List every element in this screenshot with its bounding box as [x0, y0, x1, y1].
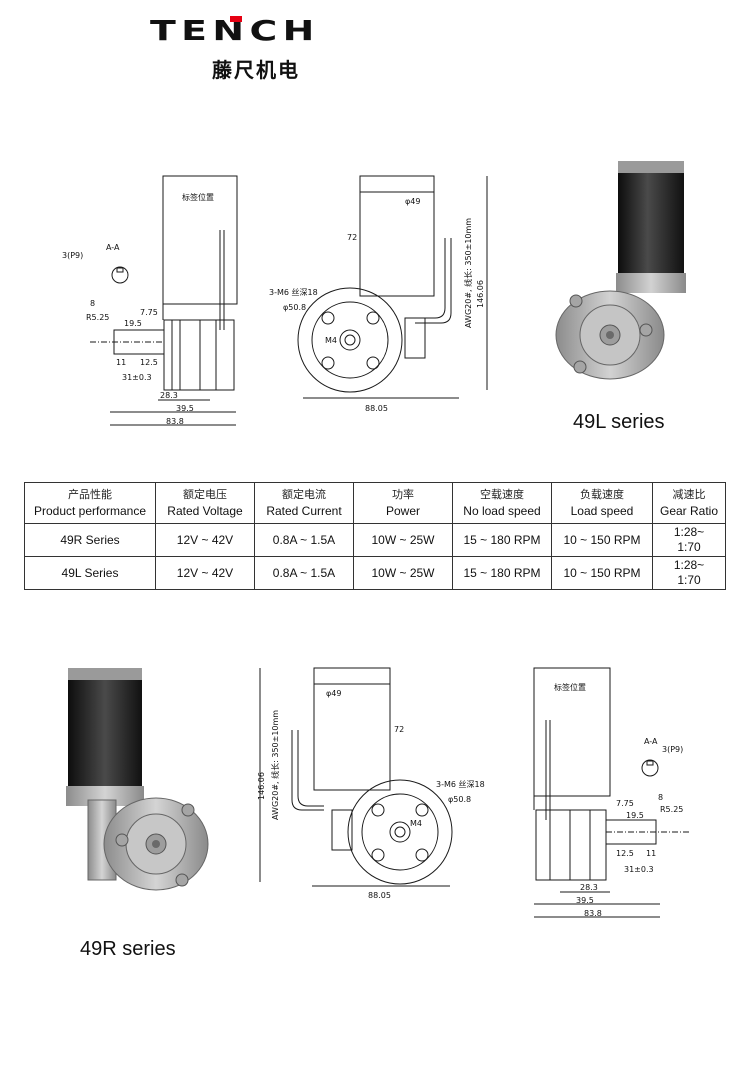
- dim-m6-holes: 3-M6 丝深18: [269, 287, 318, 297]
- 49r-product-photo: [66, 668, 209, 891]
- header-en: Rated Voltage: [167, 504, 243, 518]
- dim-83-8: 83.8: [166, 417, 184, 426]
- dim-28-3: 28.3: [160, 391, 178, 400]
- dim-m6-holes: 3-M6 丝深18: [436, 779, 485, 789]
- dim-88-05: 88.05: [368, 891, 391, 900]
- dim-m4-center: M4: [325, 336, 337, 345]
- header-gear-ratio: 减速比 Gear Ratio: [652, 482, 726, 524]
- header-no-load-speed: 空载速度 No load speed: [452, 482, 552, 524]
- header-cn: 产品性能: [68, 489, 112, 501]
- cell-gear-ratio: 1:28~ 1:70: [652, 523, 726, 557]
- cell-current: 0.8A ~ 1.5A: [254, 556, 354, 590]
- key-dim: 3(P9): [62, 251, 83, 260]
- table-row: 49L Series 12V ~ 42V 0.8A ~ 1.5A 10W ~ 2…: [24, 556, 726, 590]
- header-rated-current: 额定电流 Rated Current: [254, 482, 354, 524]
- gear-ratio-min: 1:28~: [673, 558, 705, 572]
- header-rated-voltage: 额定电压 Rated Voltage: [155, 482, 255, 524]
- header-en: Power: [385, 504, 420, 518]
- dim-11: 11: [646, 849, 656, 858]
- dim-39-5: 39.5: [576, 896, 594, 905]
- logo-chinese-name: 藤尺机电: [212, 58, 300, 82]
- dim-7-75: 7.75: [616, 799, 634, 808]
- dim-awg-wire: AWG20#, 线长: 350±10mm: [463, 218, 473, 328]
- dim-phi50-8: φ50.8: [283, 303, 306, 312]
- cell-model: 49R Series: [24, 523, 156, 557]
- dim-12-5: 12.5: [140, 358, 158, 367]
- dim-31: 31±0.3: [624, 865, 654, 874]
- dim-phi49: φ49: [405, 197, 420, 206]
- 49r-front-view-drawing: φ49 72 3-M6 丝深18 φ50.8 M4 88.05 146.06 A…: [257, 667, 485, 900]
- 49l-side-view-drawing: 标签位置 A-A 3(P9) 8 R5.25 19.5 7.75 12.5 11…: [62, 175, 238, 426]
- gear-ratio-max: 1:70: [677, 573, 701, 587]
- series-label-49l: 49L series: [573, 411, 665, 433]
- dim-7-75: 7.75: [140, 308, 158, 317]
- dim-r525: R5.25: [86, 313, 109, 322]
- header-load-speed: 负载速度 Load speed: [551, 482, 653, 524]
- header-cn: 额定电压: [183, 489, 227, 501]
- spec-table-header-row: 产品性能 Product performance 额定电压 Rated Volt…: [24, 482, 726, 524]
- header-cn: 空载速度: [480, 489, 524, 501]
- cell-load-speed: 10 ~ 150 RPM: [551, 556, 653, 590]
- dim-83-8: 83.8: [584, 909, 602, 918]
- dim-39-5: 39.5: [176, 404, 194, 413]
- header-product-performance: 产品性能 Product performance: [24, 482, 156, 524]
- cell-no-load-speed: 15 ~ 180 RPM: [452, 523, 552, 557]
- dim-11: 11: [116, 358, 126, 367]
- 49l-product-photo: [555, 161, 686, 380]
- dim-m4-center: M4: [410, 819, 422, 828]
- spec-table: 产品性能 Product performance 额定电压 Rated Volt…: [24, 482, 726, 590]
- dim-146-06: 146.06: [257, 772, 266, 800]
- section-label: A-A: [644, 737, 658, 746]
- header-cn: 额定电流: [282, 489, 326, 501]
- gear-ratio-min: 1:28~: [673, 525, 705, 539]
- cell-gear-ratio: 1:28~ 1:70: [652, 556, 726, 590]
- logo-accent-mark: [230, 16, 242, 22]
- cell-voltage: 12V ~ 42V: [155, 523, 255, 557]
- header-en: Gear Ratio: [659, 504, 719, 518]
- header-cn: 减速比: [672, 489, 706, 501]
- key-dim: 3(P9): [662, 745, 683, 754]
- dim-88-05: 88.05: [365, 404, 388, 413]
- cell-power: 10W ~ 25W: [353, 556, 453, 590]
- cell-no-load-speed: 15 ~ 180 RPM: [452, 556, 552, 590]
- dim-19-5: 19.5: [626, 811, 644, 820]
- dim-72: 72: [394, 725, 404, 734]
- cell-voltage: 12V ~ 42V: [155, 556, 255, 590]
- header-cn: 功率: [392, 489, 414, 501]
- dim-72: 72: [347, 233, 357, 242]
- gear-ratio-max: 1:70: [677, 540, 701, 554]
- dim-awg-wire: AWG20#, 线长: 350±10mm: [270, 710, 280, 820]
- cell-power: 10W ~ 25W: [353, 523, 453, 557]
- cell-load-speed: 10 ~ 150 RPM: [551, 523, 653, 557]
- dim-8: 8: [90, 299, 95, 308]
- table-row: 49R Series 12V ~ 42V 0.8A ~ 1.5A 10W ~ 2…: [24, 523, 726, 557]
- dim-r525: R5.25: [660, 805, 683, 814]
- dim-phi49: φ49: [326, 689, 341, 698]
- dim-12-5: 12.5: [616, 849, 634, 858]
- header-en: Product performance: [33, 504, 147, 518]
- section-label: A-A: [106, 243, 120, 252]
- 49l-front-view-drawing: φ49 72 3-M6 丝深18 φ50.8 M4 88.05 146.06 A…: [269, 175, 488, 413]
- cell-model: 49L Series: [24, 556, 156, 590]
- 49r-side-view-drawing: 标签位置 A-A 3(P9) 8 R5.25 19.5 7.75 12.5 11…: [533, 667, 690, 918]
- header-power: 功率 Power: [353, 482, 453, 524]
- dim-146-06: 146.06: [476, 280, 485, 308]
- header-en: No load speed: [463, 504, 541, 518]
- label-position-note: 标签位置: [182, 192, 214, 202]
- header-en: Rated Current: [266, 504, 342, 518]
- header-en: Load speed: [570, 504, 634, 518]
- dim-31: 31±0.3: [122, 373, 152, 382]
- cell-current: 0.8A ~ 1.5A: [254, 523, 354, 557]
- dim-phi50-8: φ50.8: [448, 795, 471, 804]
- dim-28-3: 28.3: [580, 883, 598, 892]
- dim-8: 8: [658, 793, 663, 802]
- brand-logo: TENCH 藤尺机电: [150, 14, 314, 82]
- label-position-note: 标签位置: [554, 682, 586, 692]
- dim-19-5: 19.5: [124, 319, 142, 328]
- series-label-49r: 49R series: [80, 938, 176, 960]
- header-cn: 负载速度: [580, 489, 624, 501]
